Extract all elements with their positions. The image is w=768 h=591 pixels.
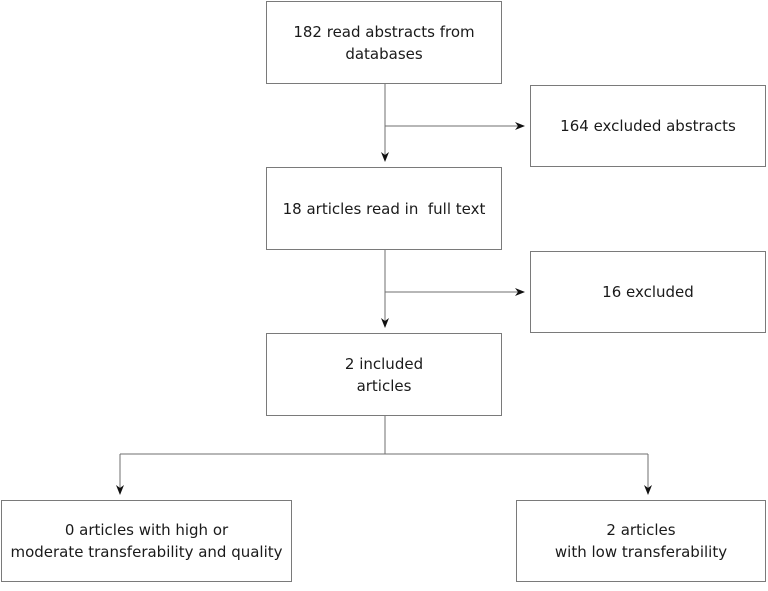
high-quality-articles-text: 0 articles with high or moderate transfe… [10, 519, 282, 563]
high-quality-articles-line-1: 0 articles with high or [64, 521, 229, 539]
included-articles-text: 2 included articles [345, 353, 423, 397]
included-articles-line-1: 2 included [344, 354, 424, 373]
included-articles-box: 2 included articles [266, 333, 502, 416]
identified-abstracts-box: 182 read abstracts from databases [266, 1, 502, 84]
excluded-full-text-line-1: 16 excluded [602, 283, 694, 301]
identified-abstracts-text: 182 read abstracts from databases [293, 21, 474, 65]
high-quality-articles-line-2: moderate transferability and quality [10, 543, 283, 561]
excluded-abstracts-line-1: 164 excluded abstracts [560, 117, 736, 135]
excluded-abstracts-box: 164 excluded abstracts [530, 85, 766, 167]
low-transferability-articles-box: 2 articles with low transferability [516, 500, 766, 582]
excluded-abstracts-text: 164 excluded abstracts [560, 115, 736, 137]
included-articles-line-2: articles [356, 376, 412, 395]
low-transferability-articles-line-2: with low transferability [554, 543, 728, 561]
excluded-full-text-box: 16 excluded [530, 251, 766, 333]
full-text-box: 18 articles read in full text [266, 167, 502, 250]
identified-abstracts-line-1: 182 read abstracts from [293, 22, 475, 41]
low-transferability-articles-line-1: 2 articles [606, 521, 676, 539]
full-text-text: 18 articles read in full text [283, 198, 486, 220]
low-transferability-articles-text: 2 articles with low transferability [555, 519, 727, 563]
identified-abstracts-line-2: databases [345, 44, 423, 63]
full-text-line-1: 18 articles read in full text [282, 199, 486, 218]
high-quality-articles-box: 0 articles with high or moderate transfe… [1, 500, 292, 582]
excluded-full-text-text: 16 excluded [602, 281, 694, 303]
